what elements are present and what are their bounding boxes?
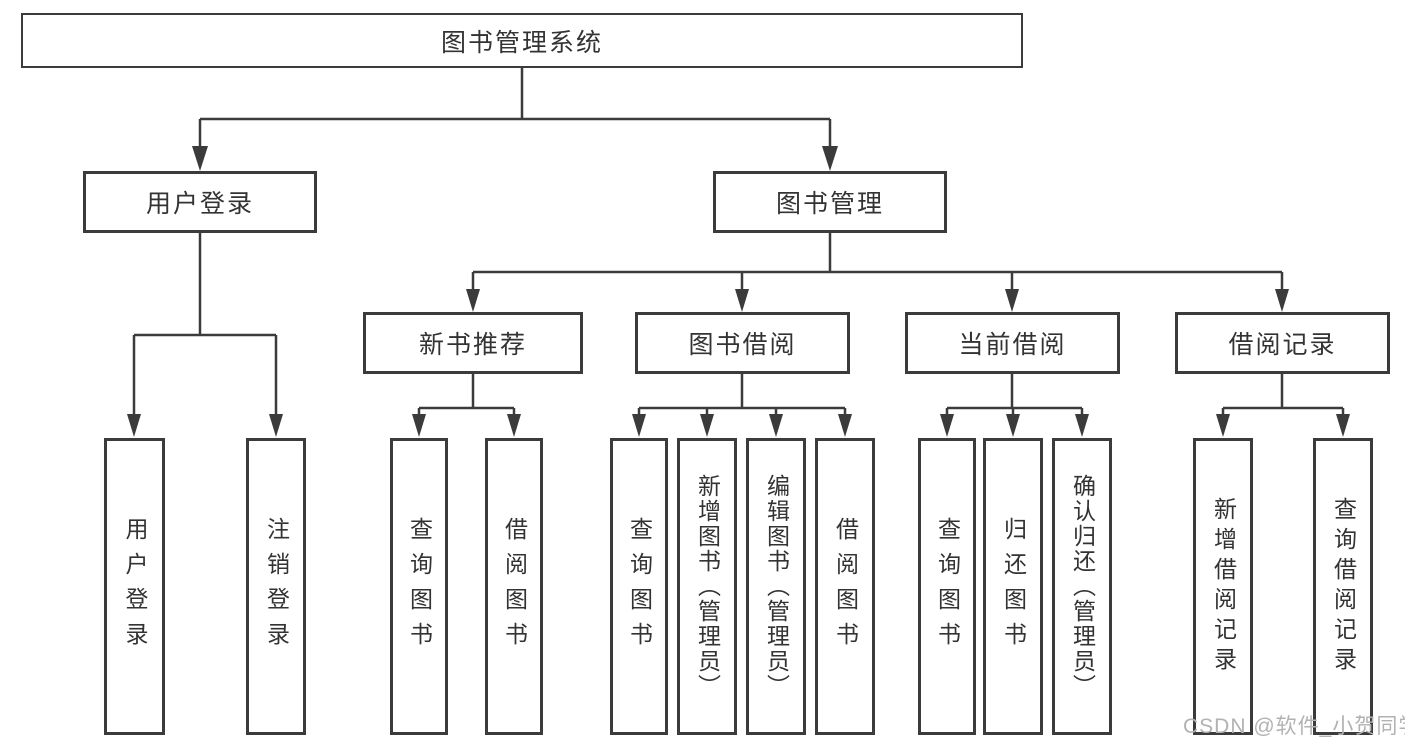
arrowhead	[1216, 414, 1230, 437]
node-label: 确认归还（管理员）	[1069, 474, 1096, 699]
arrowhead	[940, 414, 954, 437]
arrowhead	[192, 146, 208, 171]
leaf-query-borrow-record: 查询借阅记录	[1313, 438, 1373, 735]
leaf-borrow-book-2: 借阅图书	[815, 438, 875, 735]
node-label: 编辑图书（管理员）	[763, 474, 790, 699]
node-label: 查询图书	[406, 516, 433, 657]
arrowhead	[466, 289, 480, 312]
node-label: 借阅记录	[1228, 331, 1337, 359]
node-label: 归还图书	[1000, 516, 1027, 657]
node-label: 用户登录	[145, 190, 254, 218]
leaf-logout: 注销登录	[246, 438, 306, 735]
arrowhead	[1075, 414, 1089, 437]
leaf-user-login: 用户登录	[104, 438, 165, 735]
leaf-add-book-admin: 新增图书（管理员）	[677, 438, 737, 735]
node-label: 查询图书	[626, 516, 653, 657]
node-label: 新书推荐	[418, 331, 527, 359]
leaf-query-book-1: 查询图书	[390, 438, 448, 735]
arrowhead	[1275, 289, 1289, 312]
arrowhead	[412, 414, 426, 437]
arrowhead	[632, 414, 646, 437]
arrowhead	[269, 414, 283, 437]
csdn-watermark: CSDN @软件_小贺同学	[1183, 715, 1405, 738]
node-user-login: 用户登录	[83, 171, 317, 233]
leaf-query-book-3: 查询图书	[918, 438, 976, 735]
node-label: 用户登录	[122, 516, 148, 657]
leaf-query-book-2: 查询图书	[610, 438, 668, 735]
arrowhead	[822, 146, 838, 171]
connector-new-book-children	[412, 374, 521, 437]
leaf-edit-book-admin: 编辑图书（管理员）	[746, 438, 806, 735]
node-label: 新增图书（管理员）	[694, 474, 721, 699]
node-borrow-records: 借阅记录	[1175, 312, 1390, 374]
node-label: 图书管理系统	[440, 28, 603, 57]
connector-records-children	[1216, 374, 1350, 437]
leaf-return-book: 归还图书	[983, 438, 1043, 735]
node-label: 查询图书	[934, 516, 961, 657]
arrowhead	[700, 414, 714, 437]
connector-current-borrow-children	[940, 374, 1089, 437]
arrowhead	[1006, 414, 1020, 437]
connector-root-to-level2	[192, 68, 838, 171]
arrowhead	[1336, 414, 1350, 437]
node-new-book-recommend: 新书推荐	[363, 312, 583, 374]
node-label: 借阅图书	[501, 516, 528, 657]
arrowhead	[1005, 289, 1019, 312]
arrowhead	[838, 414, 852, 437]
arrowhead	[735, 289, 749, 312]
connector-user-login-children	[127, 233, 283, 437]
node-label: 注销登录	[263, 516, 290, 657]
node-label: 借阅图书	[832, 516, 859, 657]
arrowhead	[127, 414, 141, 437]
node-book-borrow: 图书借阅	[635, 312, 850, 374]
node-label: 当前借阅	[958, 331, 1067, 359]
node-label: 图书管理	[775, 190, 884, 218]
connector-book-mgmt-to-level3	[466, 233, 1289, 312]
arrowhead	[769, 414, 783, 437]
node-current-borrow: 当前借阅	[905, 312, 1120, 374]
node-system-root: 图书管理系统	[21, 13, 1023, 68]
leaf-borrow-book-1: 借阅图书	[485, 438, 543, 735]
node-label: 图书借阅	[688, 331, 797, 359]
arrowhead	[507, 414, 521, 437]
node-label: 查询借阅记录	[1330, 496, 1357, 677]
connector-book-borrow-children	[632, 374, 852, 437]
leaf-add-borrow-record: 新增借阅记录	[1193, 438, 1253, 735]
leaf-confirm-return-admin: 确认归还（管理员）	[1052, 438, 1112, 735]
node-book-management: 图书管理	[713, 171, 947, 233]
node-label: 新增借阅记录	[1210, 496, 1237, 677]
